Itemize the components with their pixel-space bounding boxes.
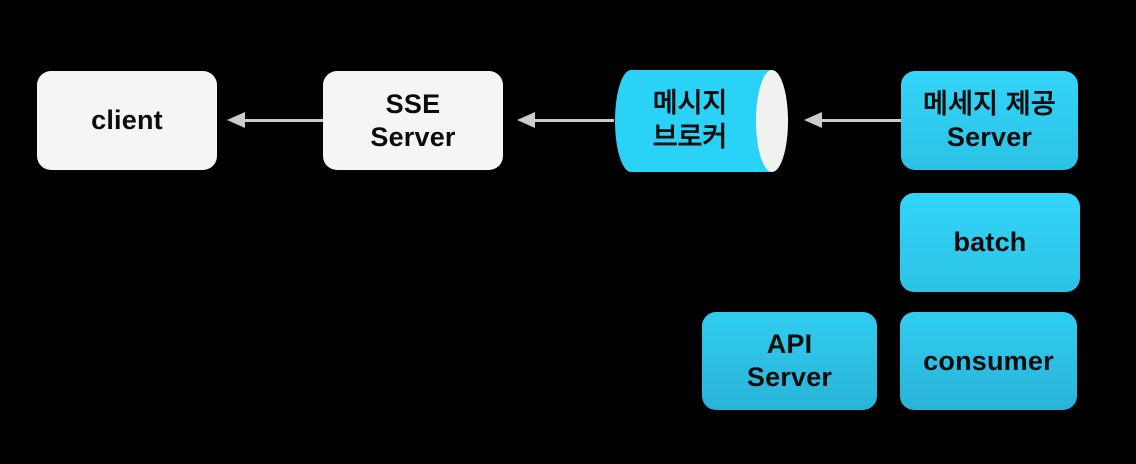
arrow-message-broker-to-sse-server: [517, 112, 614, 128]
node-consumer: consumer: [900, 312, 1077, 410]
arrowhead-left-icon: [804, 112, 822, 128]
node-api-server-line1: API: [766, 329, 813, 360]
node-client: client: [37, 71, 217, 170]
node-client-label: client: [91, 105, 163, 136]
node-message-broker-label: 메시지 브로커: [615, 70, 765, 172]
cylinder-body: [615, 70, 772, 172]
node-sse-server-line1: SSE: [385, 88, 441, 119]
cylinder-face: [756, 70, 788, 172]
node-api-server: API Server: [702, 312, 877, 410]
node-sse-server-line2: Server: [370, 121, 456, 152]
node-message-broker: 메시지 브로커: [615, 70, 788, 172]
node-api-server-line2: Server: [746, 362, 833, 392]
arrow-line: [822, 118, 902, 122]
node-batch: batch: [900, 193, 1080, 292]
node-message-broker-line1: 메시지: [652, 88, 728, 119]
node-message-provider-server: 메세지 제공 Server: [901, 71, 1078, 170]
arrow-message-provider-to-broker: [804, 112, 902, 128]
arrow-line: [535, 118, 614, 122]
node-message-provider-line1: 메세지 제공: [923, 88, 1056, 119]
node-message-provider-line2: Server: [946, 121, 1033, 152]
node-message-broker-line2: 브로커: [652, 122, 728, 152]
arrowhead-left-icon: [517, 112, 535, 128]
node-sse-server: SSE Server: [323, 71, 503, 170]
arrowhead-left-icon: [227, 112, 245, 128]
arrow-line: [245, 118, 323, 122]
node-batch-label: batch: [953, 227, 1027, 258]
cylinder-shape: [615, 70, 788, 172]
node-consumer-label: consumer: [923, 345, 1054, 376]
arrow-sse-server-to-client: [227, 112, 323, 128]
